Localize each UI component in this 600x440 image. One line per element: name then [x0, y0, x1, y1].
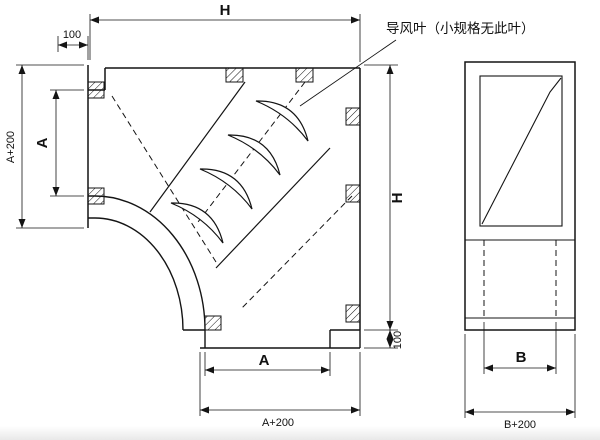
dimension-a200-left: A+200: [5, 64, 84, 229]
flange-hatch-top-1: [225, 67, 244, 83]
guide-vanes: [170, 100, 309, 244]
hidden-lines: [111, 81, 353, 311]
corner-arc-inner: [94, 217, 184, 331]
dim-label-a200-bottom: A+200: [262, 417, 294, 429]
dim-label-a-left: A: [34, 137, 51, 148]
side-hidden-duct-edges: [483, 240, 557, 318]
dimension-100-top: 100: [57, 29, 89, 60]
side-outer-rect: [464, 61, 576, 331]
dim-label-b200-side: B+200: [504, 419, 536, 431]
dimension-b-side: B: [483, 322, 557, 374]
flange-hatch-right-2: [345, 184, 361, 203]
dimension-h-top: H: [89, 2, 361, 62]
dimension-100-bottom: 100: [364, 330, 404, 349]
guide-vane-4: [170, 202, 224, 244]
dimension-a200-bottom: A+200: [199, 352, 361, 429]
dim-label-h-right: H: [389, 193, 406, 204]
side-inner-panel: [479, 75, 563, 227]
guide-vane-3: [199, 168, 253, 210]
cassette-rail-lower: [215, 147, 331, 269]
dimension-h-right: H: [364, 64, 406, 331]
cassette-rail-upper: [149, 81, 246, 213]
dim-label-h-top: H: [220, 2, 231, 19]
flange-hatch-top-2: [295, 67, 314, 83]
main-view: [87, 65, 361, 349]
outlet-tube: [200, 330, 361, 349]
dimension-a-bottom: A: [204, 352, 331, 376]
dimensions: H 100 A+200 A H: [5, 2, 576, 431]
inner-corner-arc-band: [94, 195, 206, 331]
elbow-casing-outline: [87, 65, 361, 331]
vane-cassette-rails: [149, 81, 331, 269]
flange-hatch-inlet-top: [87, 81, 105, 99]
hidden-rail-upper: [197, 81, 306, 223]
guide-vane-1: [255, 100, 309, 142]
corner-arc-outer: [94, 195, 206, 331]
dim-label-100-top: 100: [63, 29, 81, 41]
flange-hatch-right-1: [345, 107, 361, 126]
hidden-diagonal-left: [111, 95, 217, 263]
side-vane-diagonal: [481, 77, 562, 225]
hidden-rail-lower: [239, 195, 353, 311]
dim-label-100-bottom: 100: [392, 331, 404, 349]
flange-hatch-outlet-left: [204, 315, 222, 331]
callout-label: 导风叶（小规格无此叶）: [386, 21, 535, 36]
side-view: [464, 61, 576, 331]
flange-blocks: [87, 67, 361, 331]
guide-vane-2: [227, 134, 281, 176]
callout-leader-line: [299, 39, 397, 107]
callout: 导风叶（小规格无此叶）: [299, 21, 535, 107]
flange-hatch-inlet-bottom: [87, 187, 105, 205]
dimension-b200-side: B+200: [464, 334, 576, 431]
dim-label-b-side: B: [516, 349, 527, 366]
flange-hatch-right-3: [345, 304, 361, 323]
dim-label-a200-left: A+200: [5, 131, 17, 163]
dimension-a-left: A: [34, 89, 84, 197]
dim-label-a-bottom: A: [259, 352, 270, 369]
